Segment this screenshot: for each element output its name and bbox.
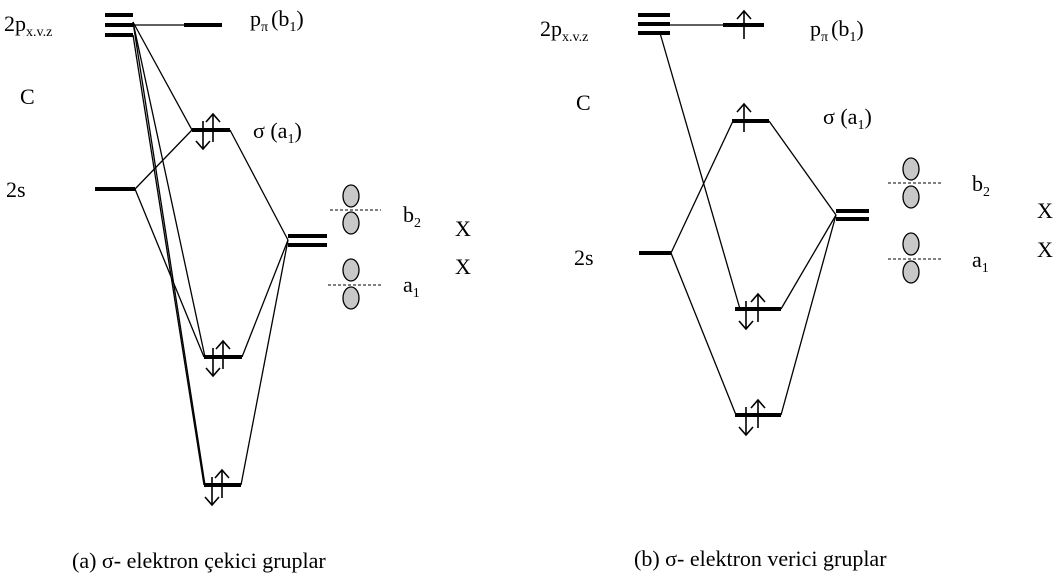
electron-sigma-b [736, 103, 752, 133]
correlation-lines-a [132, 21, 289, 486]
carbon-2s-label-a: 2s [6, 177, 26, 202]
ligand-orbital-a1-b [888, 232, 941, 284]
electron-pair-middle-b [738, 293, 766, 330]
sigma-a1-label-b: σ (a1) [823, 104, 872, 133]
panel-a: 2px.v.z C 2s pπ(b1) σ (a1) b2 a1 X X (a)… [4, 6, 471, 573]
panel-b: 2px.v.z C 2s pπ(b1) σ (a1) b2 a1 X X (b)… [540, 10, 1053, 571]
sigma-a1-label-a: σ (a1) [253, 118, 302, 147]
caption-b: (b) σ- elektron verici gruplar [634, 546, 887, 571]
carbon-2p-label-a: 2px.v.z [4, 11, 52, 40]
electron-pair-bottom-b [738, 399, 766, 436]
b2-label-a: b2 [403, 202, 421, 231]
correlation-lines-b [659, 32, 837, 416]
ligand-levels-b [836, 209, 869, 221]
ligand-orbital-a1-a [328, 258, 381, 310]
ligand-x-top-a: X [455, 216, 471, 241]
carbon-2s-label-b: 2s [574, 245, 594, 270]
ligand-x-bottom-a: X [455, 254, 471, 279]
ligand-levels-a [288, 234, 327, 247]
a1-label-b: a1 [972, 247, 989, 276]
p-pi-label-a: pπ(b1) [250, 6, 304, 35]
p-pi-label-b: pπ(b1) [810, 16, 864, 45]
ligand-x-top-b: X [1037, 198, 1053, 223]
carbon-atom-label-b: C [576, 90, 591, 115]
ligand-orbital-b2-b [888, 157, 941, 209]
ligand-orbital-b2-a [330, 184, 381, 235]
caption-a: (a) σ- elektron çekici gruplar [72, 548, 326, 573]
carbon-2p-levels-a [105, 13, 133, 37]
ligand-x-bottom-b: X [1037, 237, 1053, 262]
carbon-atom-label-a: C [20, 84, 35, 109]
a1-label-a: a1 [403, 272, 420, 301]
carbon-2p-label-b: 2px.v.z [540, 16, 588, 45]
b2-label-b: b2 [972, 171, 990, 200]
electron-pair-bottom-a [204, 469, 230, 506]
carbon-2p-levels-b [638, 13, 670, 35]
